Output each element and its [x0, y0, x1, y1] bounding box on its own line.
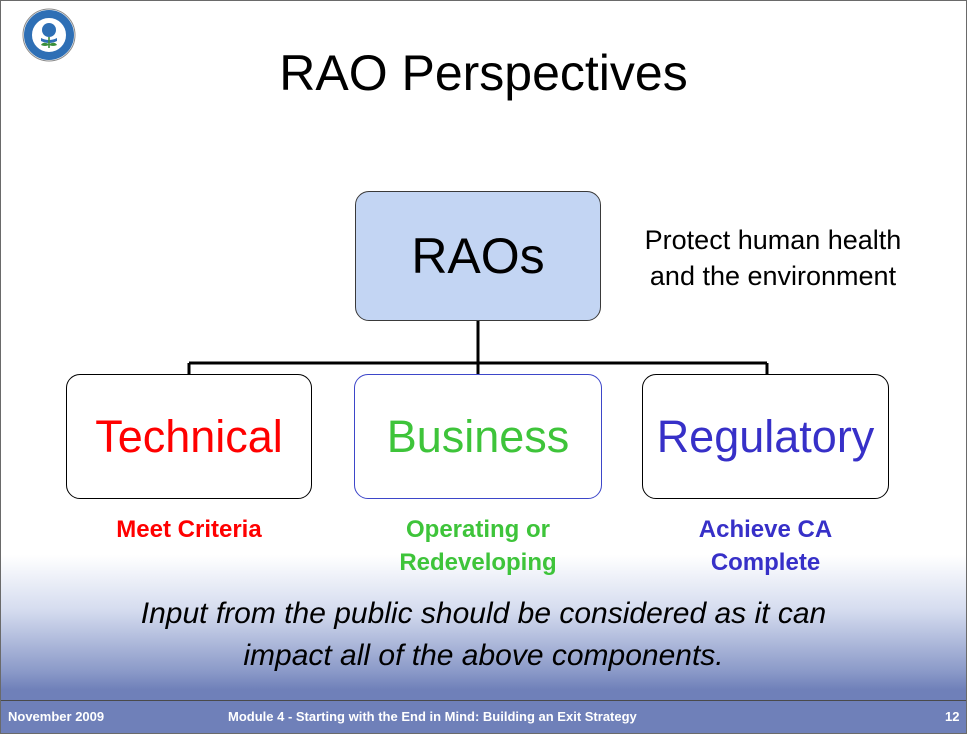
footer-module-title: Module 4 - Starting with the End in Mind…	[228, 709, 637, 724]
goal-note-line-2: and the environment	[649, 261, 897, 291]
raos-node-label: RAOs	[411, 228, 545, 284]
regulatory-node-label: Regulatory	[656, 410, 875, 462]
public-input-note: Input from the public should be consider…	[60, 593, 907, 677]
business-caption: Operating or Redeveloping	[354, 513, 602, 579]
regulatory-caption: Achieve CA Complete	[642, 513, 889, 579]
public-input-note-line-1: Input from the public should be consider…	[140, 597, 827, 630]
business-node-label: Business	[386, 410, 570, 462]
goal-note: Protect human health and the environment	[608, 222, 938, 294]
slide-title: RAO Perspectives	[279, 45, 688, 101]
business-node: Business	[354, 374, 602, 499]
business-caption-line-1: Operating or	[405, 516, 550, 543]
footer-date: November 2009	[8, 709, 105, 724]
footer-page-number: 12	[945, 709, 960, 724]
footer-divider	[0, 700, 967, 701]
technical-node-label: Technical	[95, 410, 283, 462]
technical-caption-line-1: Meet Criteria	[116, 516, 262, 543]
regulatory-caption-line-2: Complete	[710, 549, 821, 576]
goal-note-line-1: Protect human health	[644, 225, 902, 255]
raos-node: RAOs	[355, 191, 601, 321]
technical-node: Technical	[66, 374, 312, 499]
business-caption-line-2: Redeveloping	[399, 549, 557, 576]
regulatory-node: Regulatory	[642, 374, 889, 499]
technical-caption: Meet Criteria	[66, 513, 312, 546]
epa-seal-icon	[22, 8, 76, 62]
public-input-note-line-2: impact all of the above components.	[243, 639, 724, 672]
regulatory-caption-line-1: Achieve CA	[698, 516, 833, 543]
